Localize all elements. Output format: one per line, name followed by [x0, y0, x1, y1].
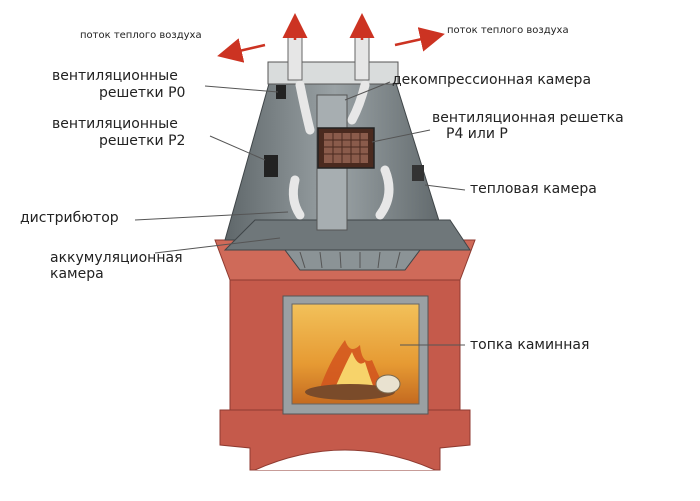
air-ducts: [288, 80, 394, 220]
label-vent-p0-line1: вентиляционные: [52, 68, 178, 84]
grille-p0: [276, 85, 286, 99]
label-vent-p2-line2: решетки Р2: [99, 133, 185, 149]
label-vent-p2-line1: вентиляционные: [52, 116, 178, 132]
grille-right: [412, 165, 424, 181]
label-firebox: топка каминная: [470, 337, 589, 353]
airflow-arrow-right: [394, 27, 445, 52]
label-vent-p0-line2: решетки Р0: [99, 85, 185, 101]
label-airflow-right: поток теплого воздуха: [447, 25, 569, 36]
grille-p2: [264, 155, 278, 177]
label-vent-p4-line1: вентиляционная решетка: [432, 110, 624, 126]
firebox: [282, 295, 429, 415]
label-thermal: тепловая камера: [470, 181, 597, 197]
label-decompression: декомпрессионная камера: [392, 72, 591, 88]
label-airflow-left: поток теплого воздуха: [80, 30, 202, 41]
leader-lines: [134, 81, 466, 346]
airflow-arrow-left: [217, 38, 266, 63]
grille-p4: [317, 127, 375, 169]
label-distributor: дистрибютор: [20, 210, 119, 226]
label-accum-line1: аккумуляционная: [50, 250, 183, 266]
label-vent-p4-line2: Р4 или Р: [446, 126, 508, 142]
label-accum-line2: камера: [50, 266, 104, 282]
